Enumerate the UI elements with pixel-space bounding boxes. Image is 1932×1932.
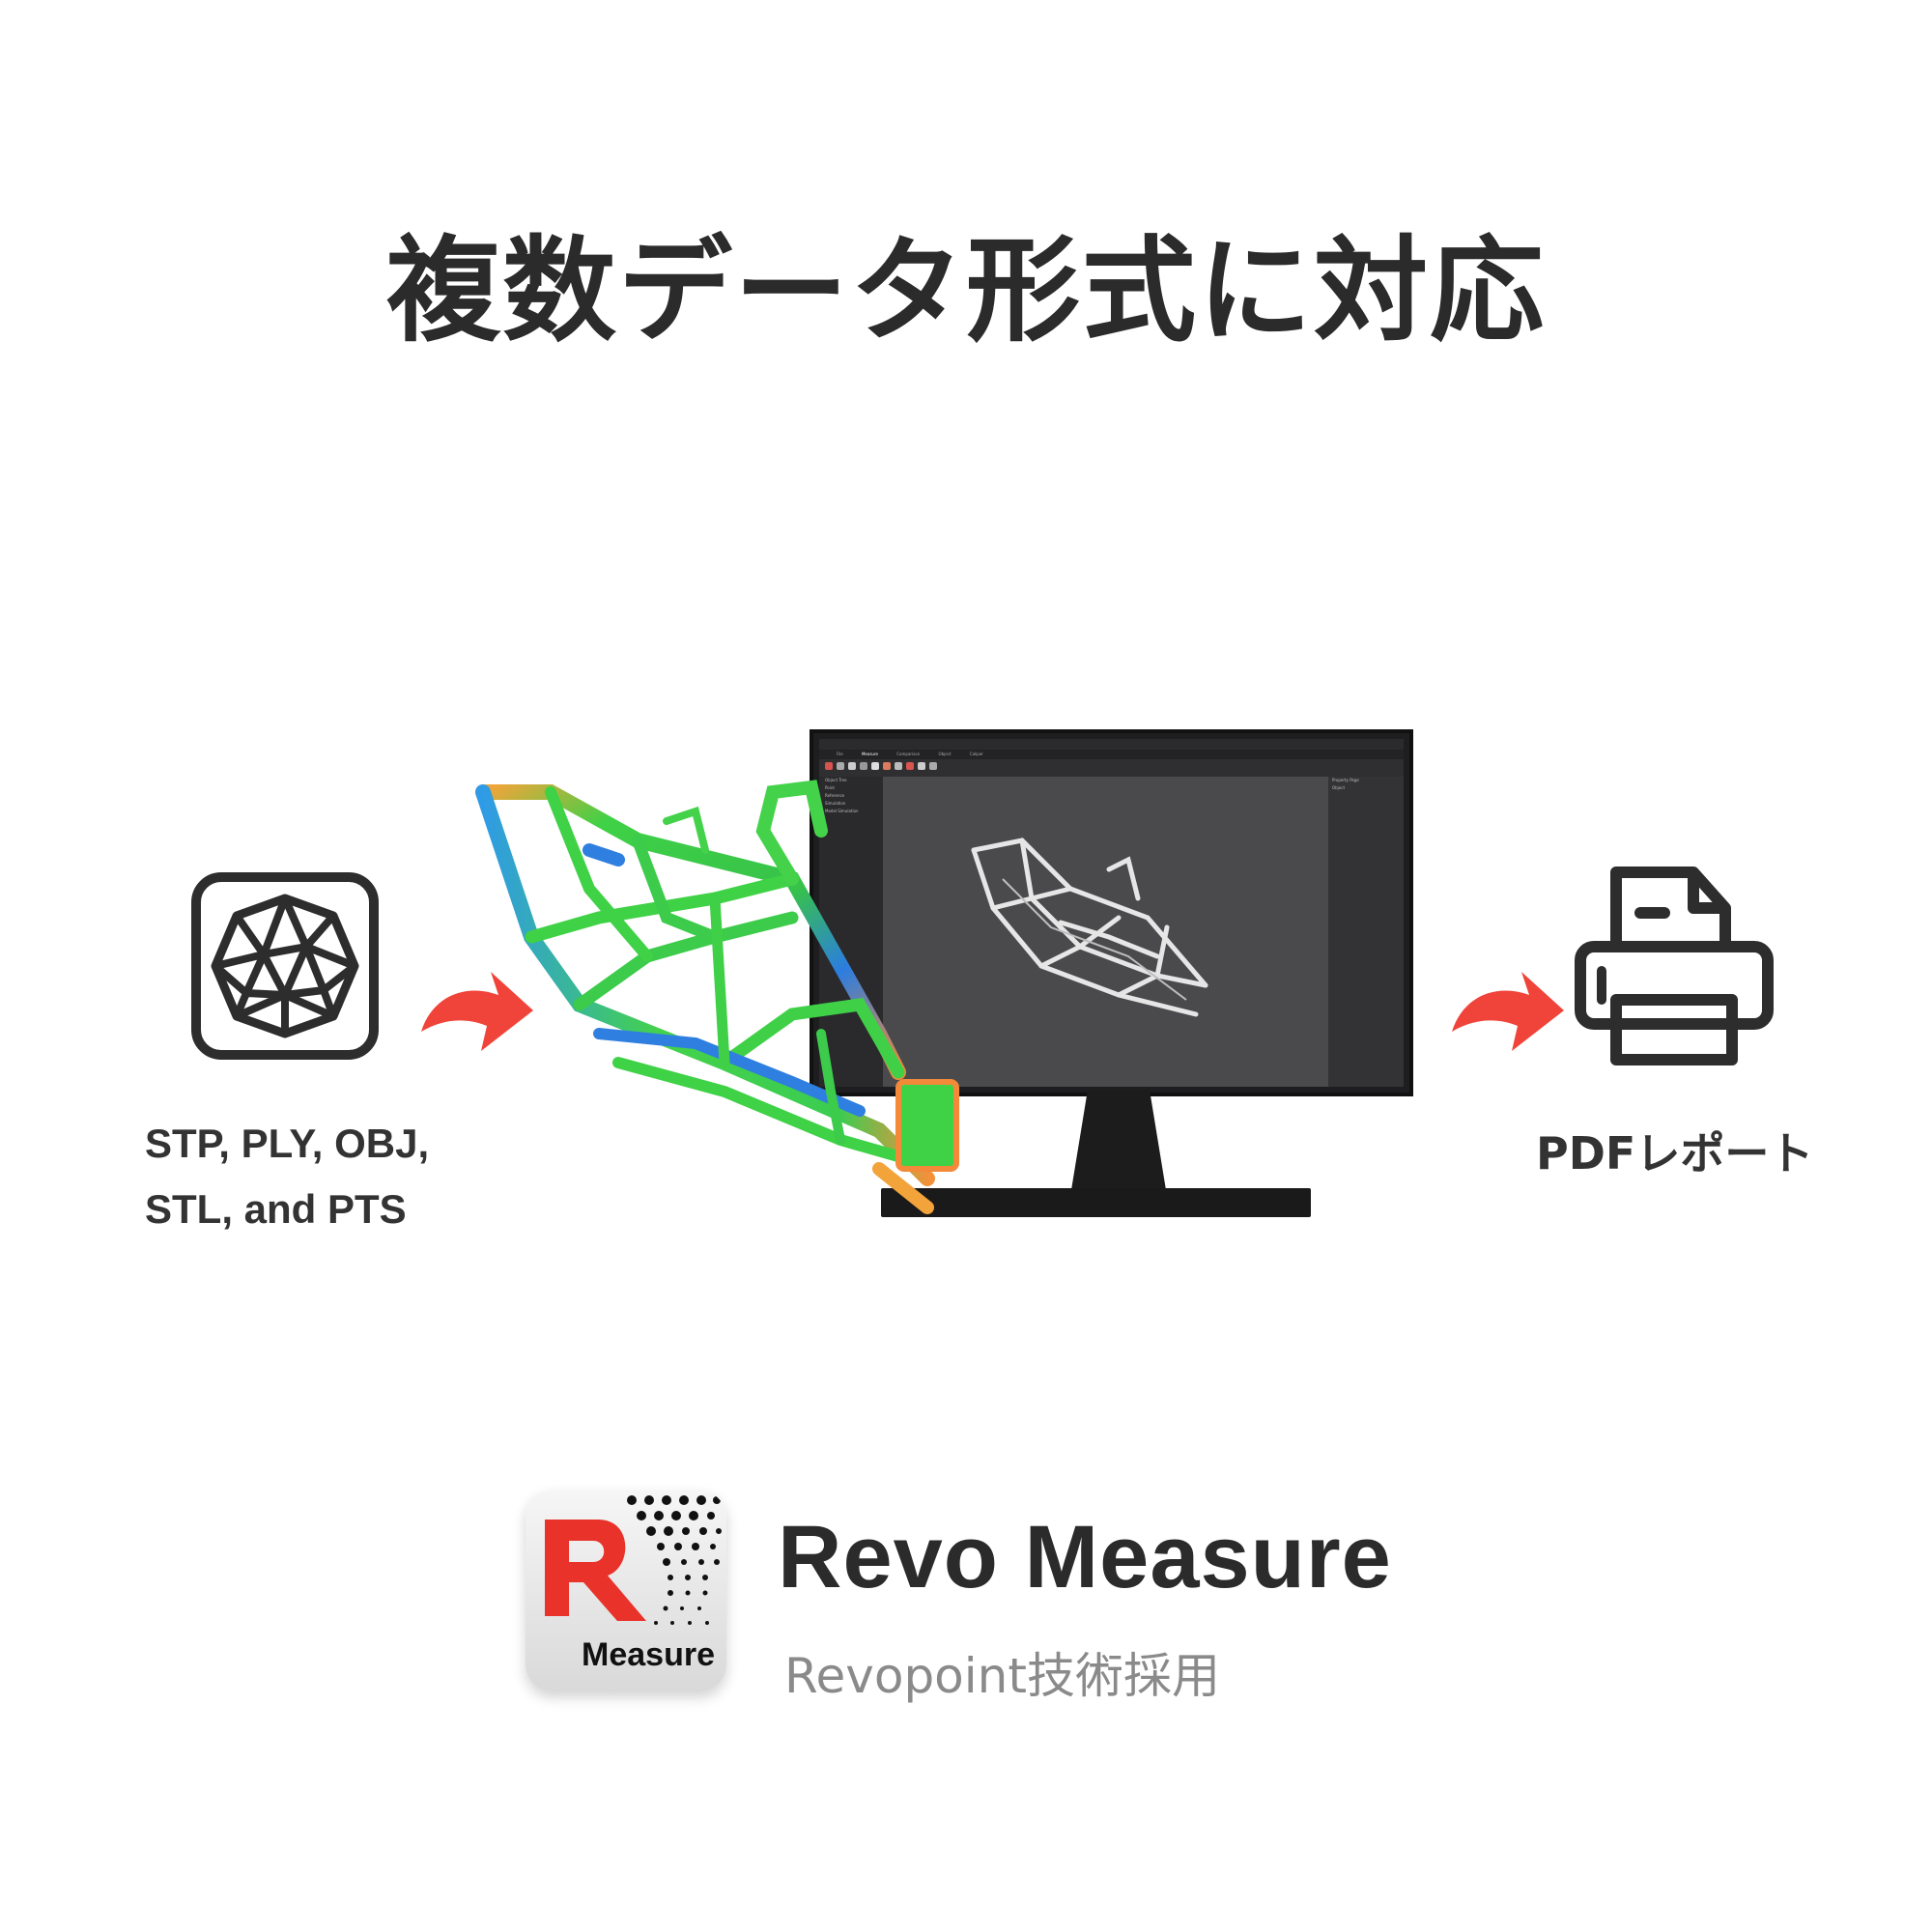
brand-name: Revo Measure <box>778 1508 1392 1606</box>
tab-caliper[interactable]: Caliper <box>969 752 983 756</box>
curved-arrow-icon <box>1452 972 1564 1051</box>
tree-item[interactable]: Point <box>825 785 835 790</box>
tree-title: Object Tree <box>825 778 847 782</box>
tab-file[interactable]: File <box>837 752 843 756</box>
software-screen: File Measure Comparison Object Caliper O… <box>819 739 1404 1087</box>
software-ribbon <box>819 759 1404 777</box>
brand-subtitle: Revopoint技術採用 <box>784 1648 1220 1704</box>
tool-icon[interactable] <box>848 762 856 770</box>
deviation-colormap-frame <box>475 780 959 1214</box>
headline: 複数データ形式に対応 <box>385 224 1546 357</box>
formats-line-2: STL, and PTS <box>145 1186 407 1232</box>
output-label: PDFレポート <box>1536 1127 1814 1179</box>
tree-item[interactable]: Reference <box>825 793 845 798</box>
tool-icon[interactable] <box>906 762 914 770</box>
tool-icon[interactable] <box>918 762 925 770</box>
tab-comparison[interactable]: Comparison <box>896 752 921 756</box>
property-title: Property Page <box>1332 778 1359 782</box>
property-object: Object <box>1332 785 1346 790</box>
input-formats: STP, PLY, OBJ, STL, and PTS <box>145 1111 531 1242</box>
tool-icon[interactable] <box>837 762 844 770</box>
monitor-stand <box>1070 1090 1167 1196</box>
tool-icon[interactable] <box>883 762 891 770</box>
tree-item[interactable]: Model Simulation <box>825 809 859 813</box>
software-tabs: File Measure Comparison Object Caliper <box>819 750 1404 760</box>
viewport-frame-model <box>971 838 1208 1017</box>
curved-arrow-icon <box>421 972 533 1051</box>
tool-icon[interactable] <box>895 762 902 770</box>
tool-icon[interactable] <box>860 762 867 770</box>
property-panel: Property Page Object <box>1328 777 1404 1087</box>
monitor: File Measure Comparison Object Caliper O… <box>810 729 1413 1096</box>
app-logo: Measure <box>526 1491 726 1691</box>
tool-icon[interactable] <box>825 762 833 770</box>
monitor-base <box>881 1188 1311 1217</box>
formats-line-1: STP, PLY, OBJ, <box>145 1121 430 1166</box>
revo-logo-icon <box>545 1495 722 1625</box>
software-titlebar <box>819 739 1404 750</box>
tree-item[interactable]: Simulation <box>825 801 846 806</box>
tool-icon[interactable] <box>929 762 937 770</box>
tab-object[interactable]: Object <box>938 752 952 756</box>
printer-icon <box>1575 867 1774 1065</box>
mesh-file-icon <box>191 872 379 1060</box>
tool-icon[interactable] <box>871 762 879 770</box>
app-icon-label: Measure <box>582 1636 715 1673</box>
